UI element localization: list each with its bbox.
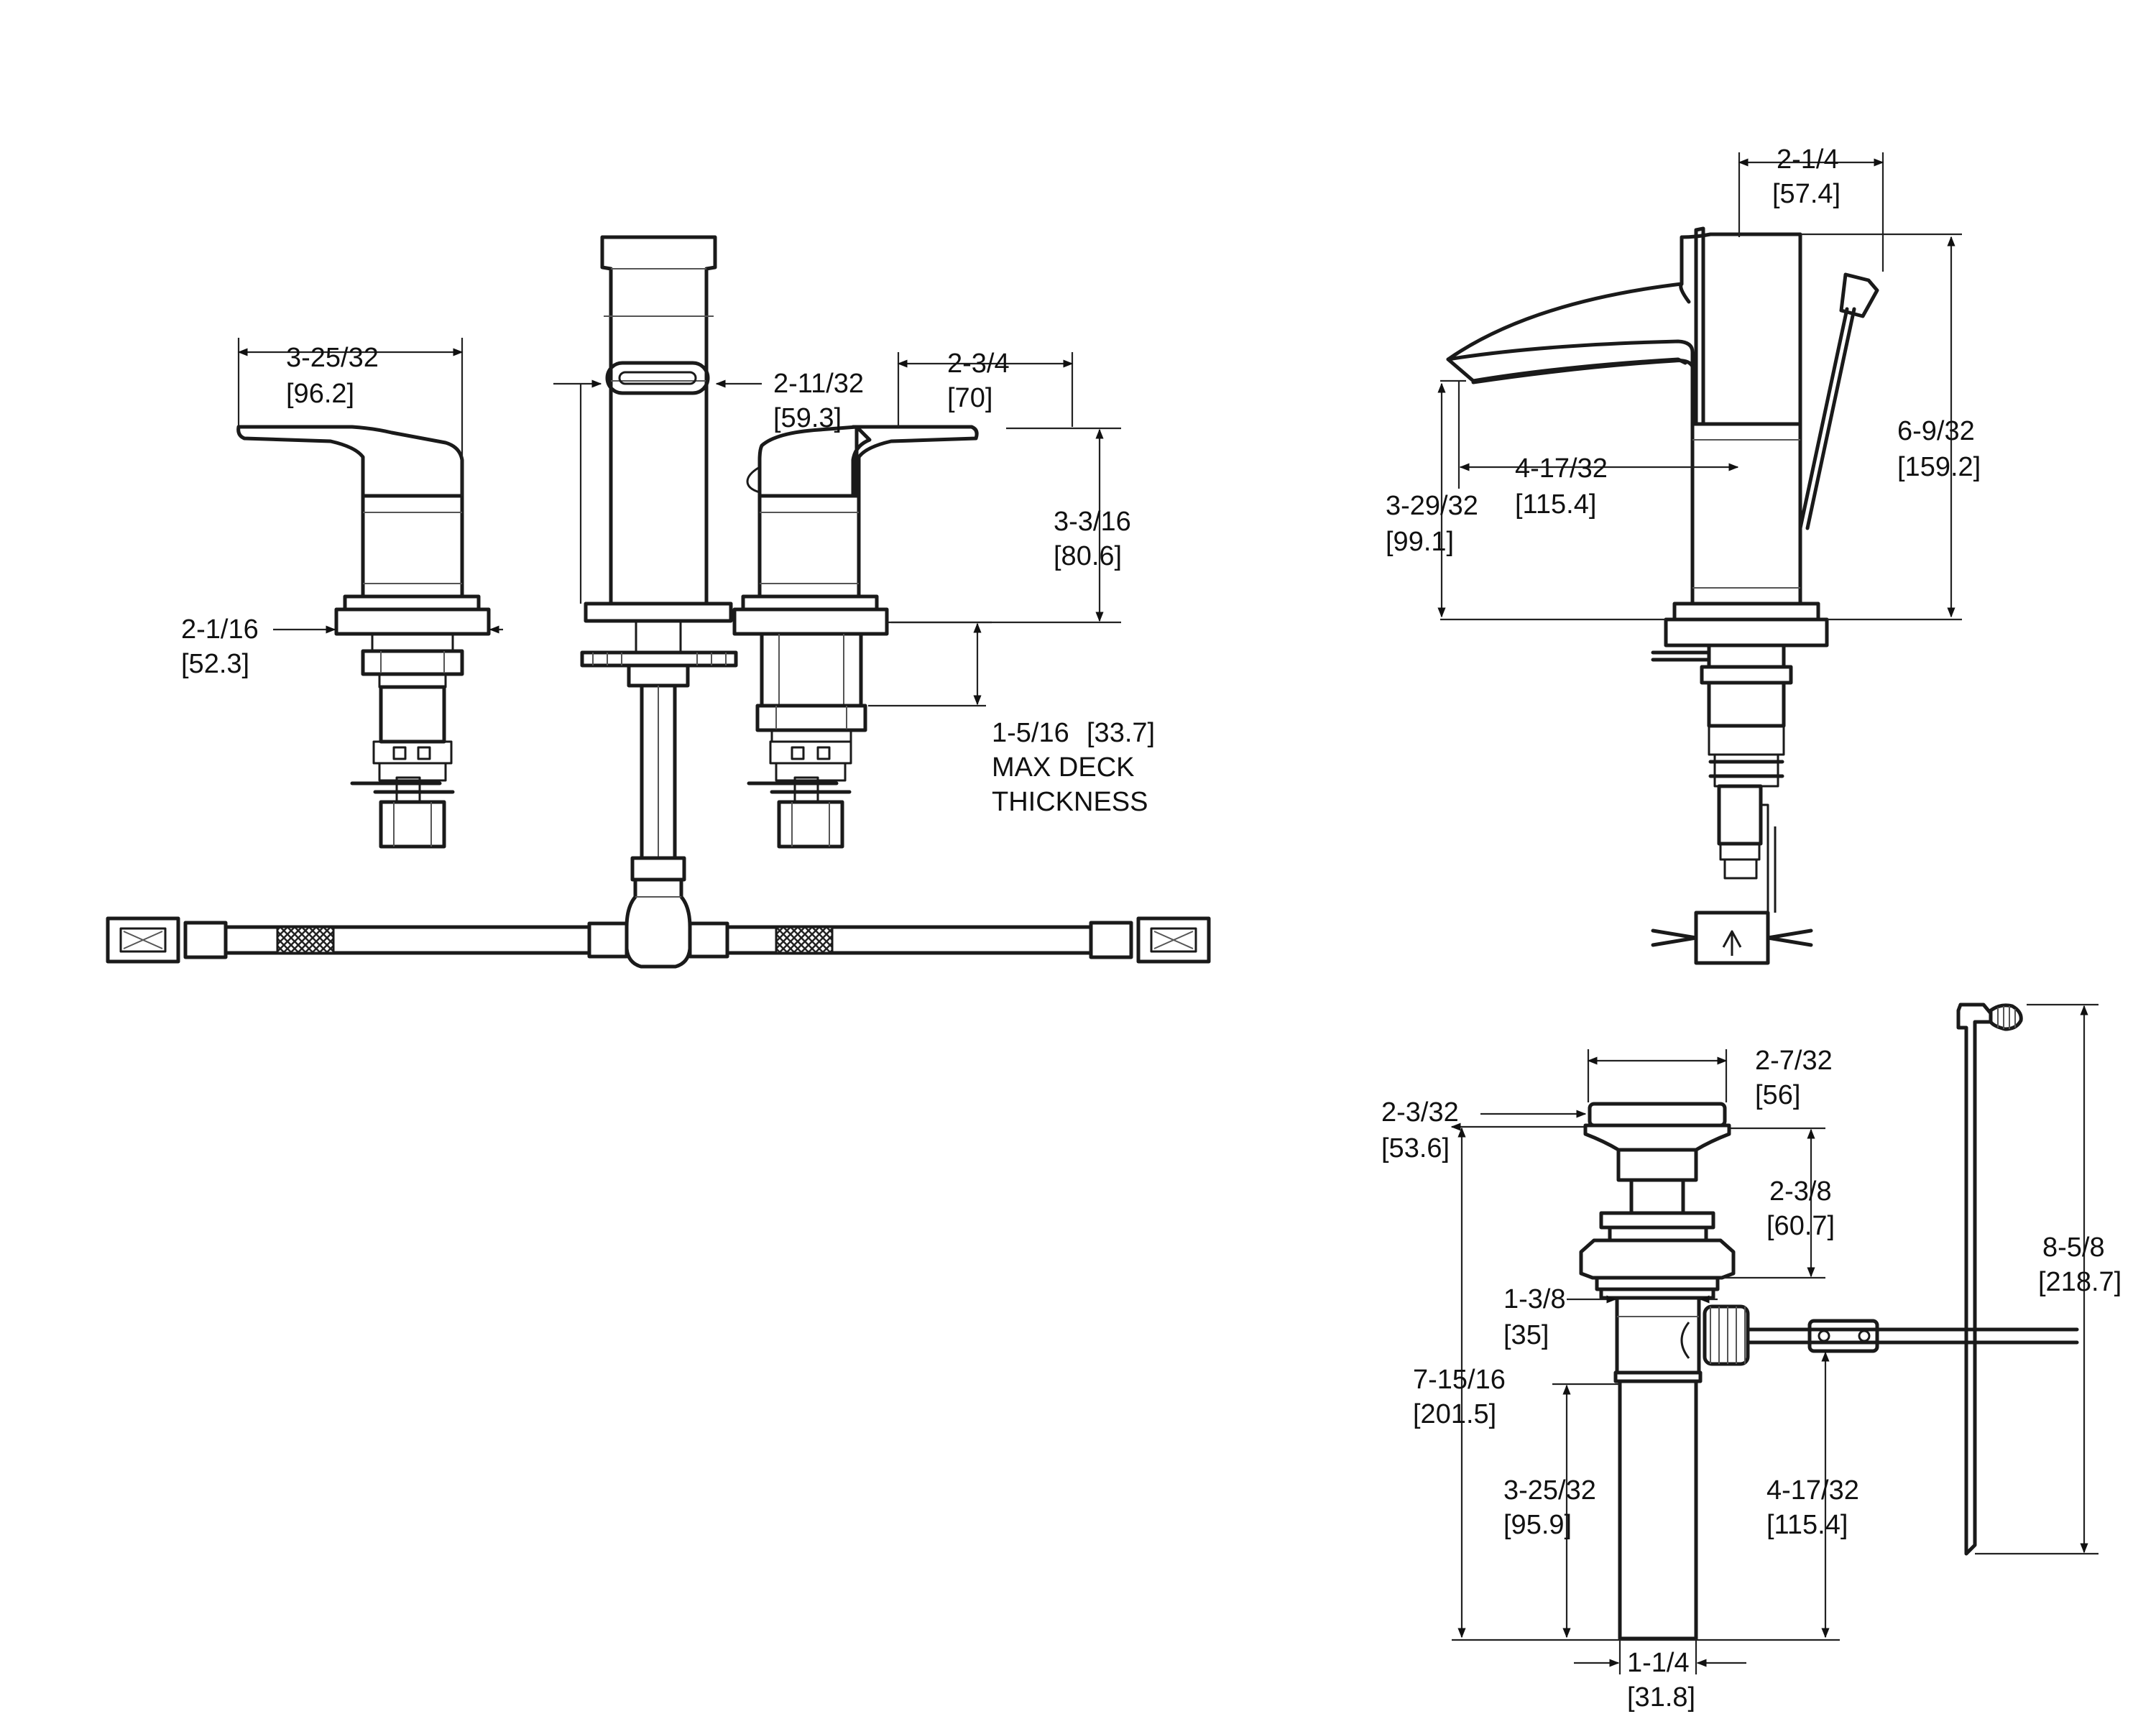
center-spout [580, 235, 738, 882]
dim-spout-width-imperial: 2-11/32 [773, 369, 864, 399]
supply-hoses [106, 877, 1211, 969]
front-view-assembly [106, 235, 1211, 969]
dim-pivot-imperial: 4-17/32 [1766, 1475, 1859, 1506]
dim-drain-body-metric: [60.7] [1766, 1211, 1835, 1241]
drain-assembly [1579, 1003, 2079, 1641]
dim-spout-reach-metric: [115.4] [1515, 489, 1596, 520]
left-handle [236, 425, 491, 849]
dim-drain-flange-metric: [56] [1755, 1080, 1800, 1110]
dim-tail-diameter-metric: [31.8] [1627, 1682, 1695, 1713]
dim-drain-overall-metric: [201.5] [1413, 1399, 1496, 1429]
dim-handle-base-imperial: 2-1/16 [181, 614, 259, 645]
dim-spout-depth-imperial: 2-1/4 [1777, 144, 1839, 175]
dim-tailpiece-metric: [95.9] [1503, 1510, 1572, 1540]
dim-spout-depth-metric: [57.4] [1772, 179, 1841, 209]
dim-handle-width-imperial: 3-25/32 [286, 343, 379, 373]
dim-handle-width-metric: [96.2] [286, 379, 354, 409]
dim-tail-diameter-imperial: 1-1/4 [1627, 1648, 1690, 1678]
dim-tailpiece-imperial: 3-25/32 [1503, 1475, 1596, 1506]
right-handle [732, 425, 979, 849]
dim-drain-top-metric: [53.6] [1381, 1133, 1450, 1163]
dim-drain-top-imperial: 2-3/32 [1381, 1097, 1459, 1128]
dim-spout-reach-imperial: 4-17/32 [1515, 453, 1608, 484]
dim-drain-thread-metric: [35] [1503, 1320, 1549, 1350]
dim-drain-body-imperial: 2-3/8 [1769, 1176, 1832, 1207]
dim-drain-flange-imperial: 2-7/32 [1755, 1046, 1833, 1076]
dimension-lines [237, 152, 2099, 1674]
dim-outlet-height-imperial: 3-29/32 [1386, 491, 1478, 521]
dim-spout-width-metric: [59.3] [773, 403, 842, 433]
dim-spout-height-metric: [159.2] [1897, 452, 1981, 482]
dim-pivot-metric: [115.4] [1766, 1510, 1848, 1540]
dim-outlet-height-metric: [99.1] [1386, 527, 1454, 557]
side-view-assembly [1446, 226, 1879, 965]
dim-handle-reach-imperial: 2-3/4 [947, 349, 1010, 379]
dim-max-deck-metric: [33.7] [1087, 718, 1155, 748]
dim-lift-rod-imperial: 8-5/8 [2042, 1232, 2105, 1263]
dim-drain-overall-imperial: 7-15/16 [1413, 1365, 1506, 1395]
dim-drain-thread-imperial: 1-3/8 [1503, 1284, 1566, 1314]
dim-max-deck-line3: THICKNESS [992, 787, 1148, 817]
dim-handle-height-imperial: 3-3/16 [1054, 507, 1131, 537]
dim-spout-height-imperial: 6-9/32 [1897, 416, 1975, 446]
dim-handle-base-metric: [52.3] [181, 649, 249, 679]
dim-handle-height-metric: [80.6] [1054, 541, 1122, 571]
dim-lift-rod-metric: [218.7] [2038, 1267, 2122, 1297]
dim-max-deck-imperial: 1-5/16 [992, 718, 1069, 748]
dimension-labels: 3-25/32 [96.2] 2-11/32 [59.3] 2-3/4 [70]… [181, 144, 2122, 1713]
dim-max-deck-line2: MAX DECK [992, 752, 1134, 783]
dim-handle-reach-metric: [70] [947, 383, 992, 413]
